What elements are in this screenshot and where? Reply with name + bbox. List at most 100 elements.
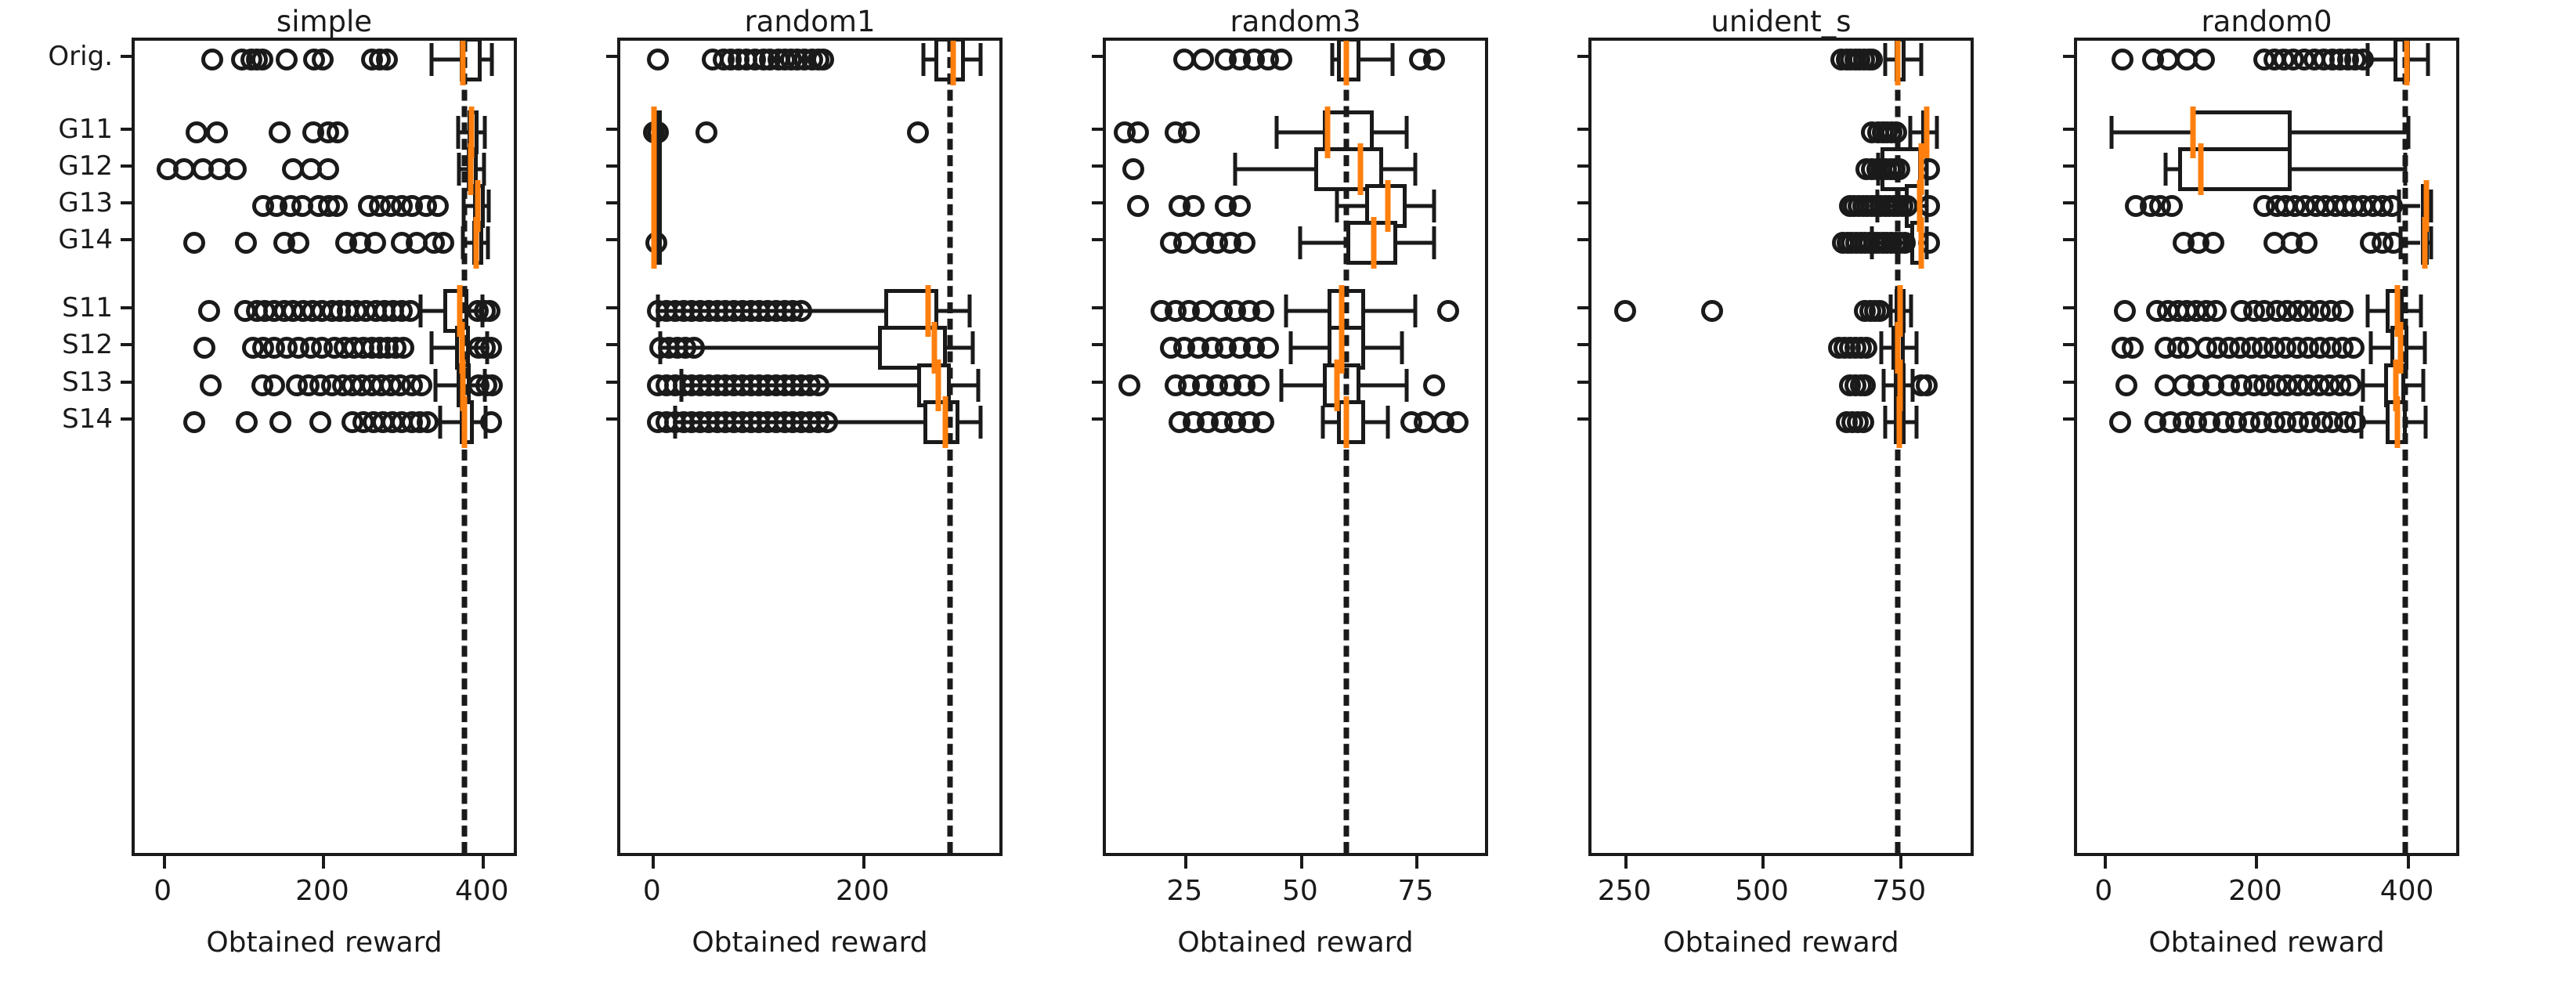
ytick-mark-S11 xyxy=(1577,306,1588,309)
whisker-cap-high xyxy=(1432,190,1436,222)
outlier-point xyxy=(479,300,501,322)
outlier-point xyxy=(269,121,291,143)
median-line xyxy=(457,285,463,337)
median-line xyxy=(1895,41,1901,85)
whisker-cap-low xyxy=(429,331,434,364)
ytick-mark-Orig. xyxy=(2063,55,2074,58)
ytick-mark-G12 xyxy=(121,164,132,168)
xtick-label-50: 50 xyxy=(1281,875,1318,907)
ytick-label-G13: G13 xyxy=(58,187,113,219)
outlier-point xyxy=(410,374,432,396)
outlier-point xyxy=(1855,337,1877,359)
whisker-cap-low xyxy=(2109,116,2114,149)
outlier-point xyxy=(2205,300,2227,322)
median-line xyxy=(1917,180,1923,232)
whisker-cap-high xyxy=(490,43,494,76)
whisker-cap-low xyxy=(2368,331,2373,364)
whisker-high xyxy=(2409,57,2429,62)
ytick-mark-G12 xyxy=(1092,164,1103,168)
xtick-label-400: 400 xyxy=(2379,875,2434,907)
whisker-cap-high xyxy=(2423,406,2428,439)
outlier-point xyxy=(2115,374,2137,396)
whisker-cap-high xyxy=(976,369,981,402)
ytick-mark-S13 xyxy=(606,381,617,384)
whisker-high xyxy=(1928,130,1937,135)
ytick-mark-S12 xyxy=(2063,343,2074,346)
median-line xyxy=(942,396,948,448)
ytick-mark-G13 xyxy=(606,201,617,204)
median-line xyxy=(2394,285,2401,337)
median-line xyxy=(950,41,956,85)
ytick-label-Orig.: Orig. xyxy=(48,41,113,72)
whisker-cap-high xyxy=(482,116,487,149)
outlier-point xyxy=(1178,121,1201,143)
outlier-point xyxy=(1915,374,1938,396)
ytick-mark-S14 xyxy=(1577,417,1588,421)
whisker-low xyxy=(432,345,455,350)
whisker-cap-low xyxy=(2365,294,2370,327)
whisker-cap-high xyxy=(2406,116,2411,149)
ytick-mark-S13 xyxy=(1577,381,1588,384)
outlier-point xyxy=(2161,195,2183,217)
outlier-point xyxy=(2344,411,2367,433)
outlier-point xyxy=(1860,49,1883,70)
median-line xyxy=(1918,217,1924,269)
whisker-high xyxy=(2404,309,2421,313)
outlier-point xyxy=(790,300,813,322)
median-line xyxy=(1357,143,1364,195)
whisker-cap-high xyxy=(1404,116,1409,149)
whisker-low xyxy=(2367,57,2394,62)
median-line xyxy=(651,107,657,158)
whisker-cap-low xyxy=(456,116,461,149)
outlier-point xyxy=(312,49,334,70)
whisker-low xyxy=(1281,383,1324,388)
whisker-cap-high xyxy=(1909,294,1913,327)
outlier-point xyxy=(1701,300,1724,322)
whisker-cap-low xyxy=(433,369,438,402)
plot-area-random0 xyxy=(2074,38,2459,856)
outlier-point xyxy=(1614,300,1637,322)
median-line xyxy=(461,396,468,448)
ytick-mark-S13 xyxy=(121,381,132,384)
outlier-point xyxy=(480,337,503,359)
xtick-mark-400 xyxy=(482,856,486,869)
ytick-mark-Orig. xyxy=(606,55,617,58)
whisker-high xyxy=(474,420,486,425)
whisker-high xyxy=(938,309,970,313)
outlier-point xyxy=(1252,411,1274,433)
plot-area-random3 xyxy=(1103,38,1488,856)
median-line xyxy=(2423,180,2430,232)
ytick-mark-S14 xyxy=(121,417,132,421)
whisker-high xyxy=(1406,204,1435,208)
outlier-point xyxy=(1256,337,1279,359)
median-line xyxy=(1385,180,1391,232)
whisker-high xyxy=(964,57,981,62)
outlier-point xyxy=(201,49,223,70)
ytick-mark-G13 xyxy=(2063,201,2074,204)
whisker-low xyxy=(1884,420,1894,425)
whisker-high xyxy=(1360,57,1393,62)
whisker-high xyxy=(959,420,981,425)
whisker-low xyxy=(2370,345,2390,350)
whisker-cap-high xyxy=(978,43,983,76)
box xyxy=(1337,400,1365,444)
whisker-cap-high xyxy=(1935,116,1938,149)
outlier-point xyxy=(375,49,398,70)
outlier-point xyxy=(812,49,835,70)
ytick-label-G11: G11 xyxy=(58,114,113,145)
outlier-point xyxy=(1270,49,1293,70)
whisker-cap-low xyxy=(1330,43,1335,76)
outlier-point xyxy=(363,232,386,254)
outlier-point xyxy=(695,121,718,143)
median-line xyxy=(1324,107,1331,158)
whisker-cap-low xyxy=(1888,294,1893,327)
whisker-low xyxy=(462,240,472,245)
whisker-low xyxy=(1332,57,1338,62)
whisker-high xyxy=(482,57,493,62)
whisker-cap-high xyxy=(1413,294,1418,327)
xtick-mark-500 xyxy=(1761,856,1765,869)
ytick-mark-S13 xyxy=(2063,381,2074,384)
whisker-cap-low xyxy=(1233,153,1237,186)
